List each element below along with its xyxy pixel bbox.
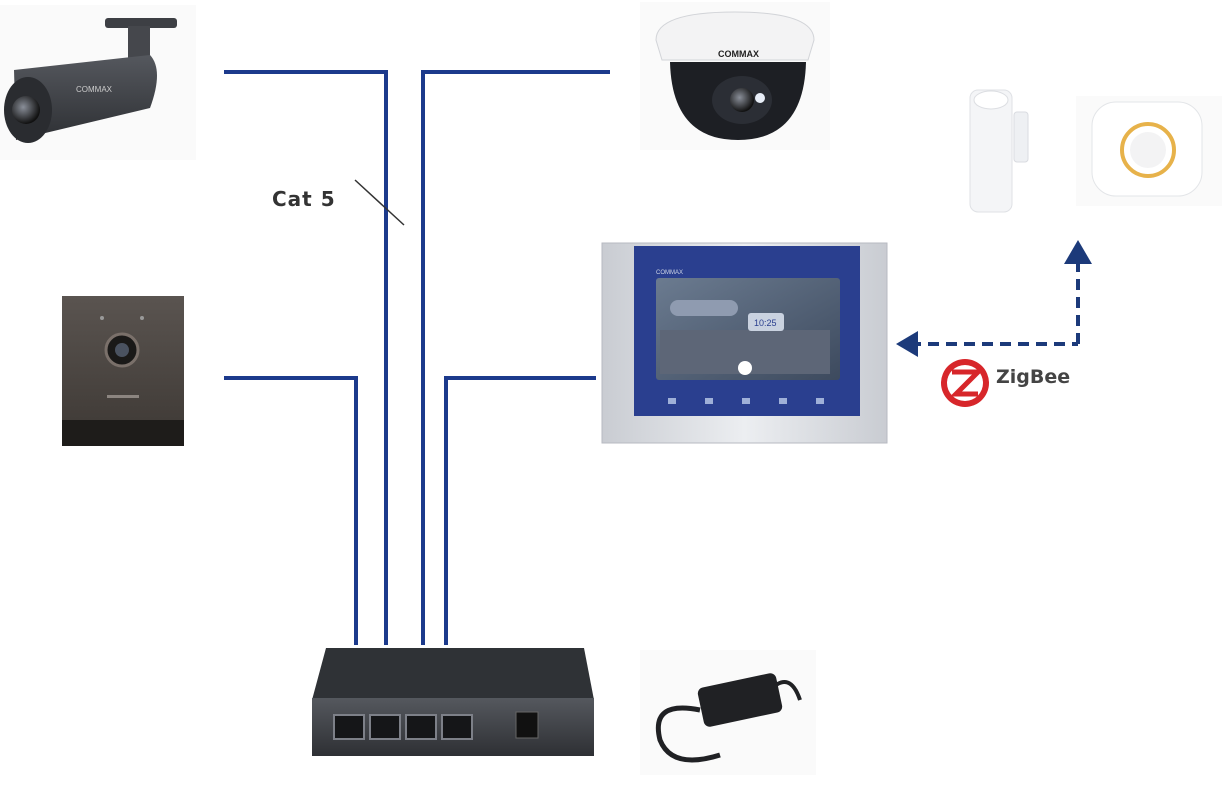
cat5-marker (354, 179, 405, 226)
poe-switch (312, 648, 594, 756)
monitor-brand: COMMAX (656, 270, 683, 276)
video-intercom-monitor: 10:25 COMMAX (601, 242, 888, 444)
bullet-camera-brand: COMMAX (76, 85, 113, 94)
power-adapter (640, 650, 816, 775)
zigbee-label: ZigBee (996, 366, 1071, 388)
smoke-detector (1076, 96, 1222, 206)
door-station (62, 296, 184, 446)
monitor-buttons (668, 398, 824, 404)
dome-camera-brand: COMMAX (718, 49, 759, 59)
cable-dome-camera (421, 70, 610, 645)
switch-ports (333, 714, 473, 740)
motion-sensor (969, 89, 1029, 213)
bullet-camera: COMMAX (0, 5, 196, 160)
dome-camera: COMMAX (640, 2, 830, 150)
cable-bullet-camera (224, 70, 388, 645)
cable-door-station (224, 376, 358, 645)
cat5-cables (224, 70, 610, 645)
monitor-time: 10:25 (754, 318, 777, 328)
zigbee-link-arrow (896, 240, 1092, 357)
cable-monitor (444, 376, 596, 645)
zigbee-logo (941, 359, 989, 407)
cable-type-label: Cat 5 (272, 187, 336, 211)
